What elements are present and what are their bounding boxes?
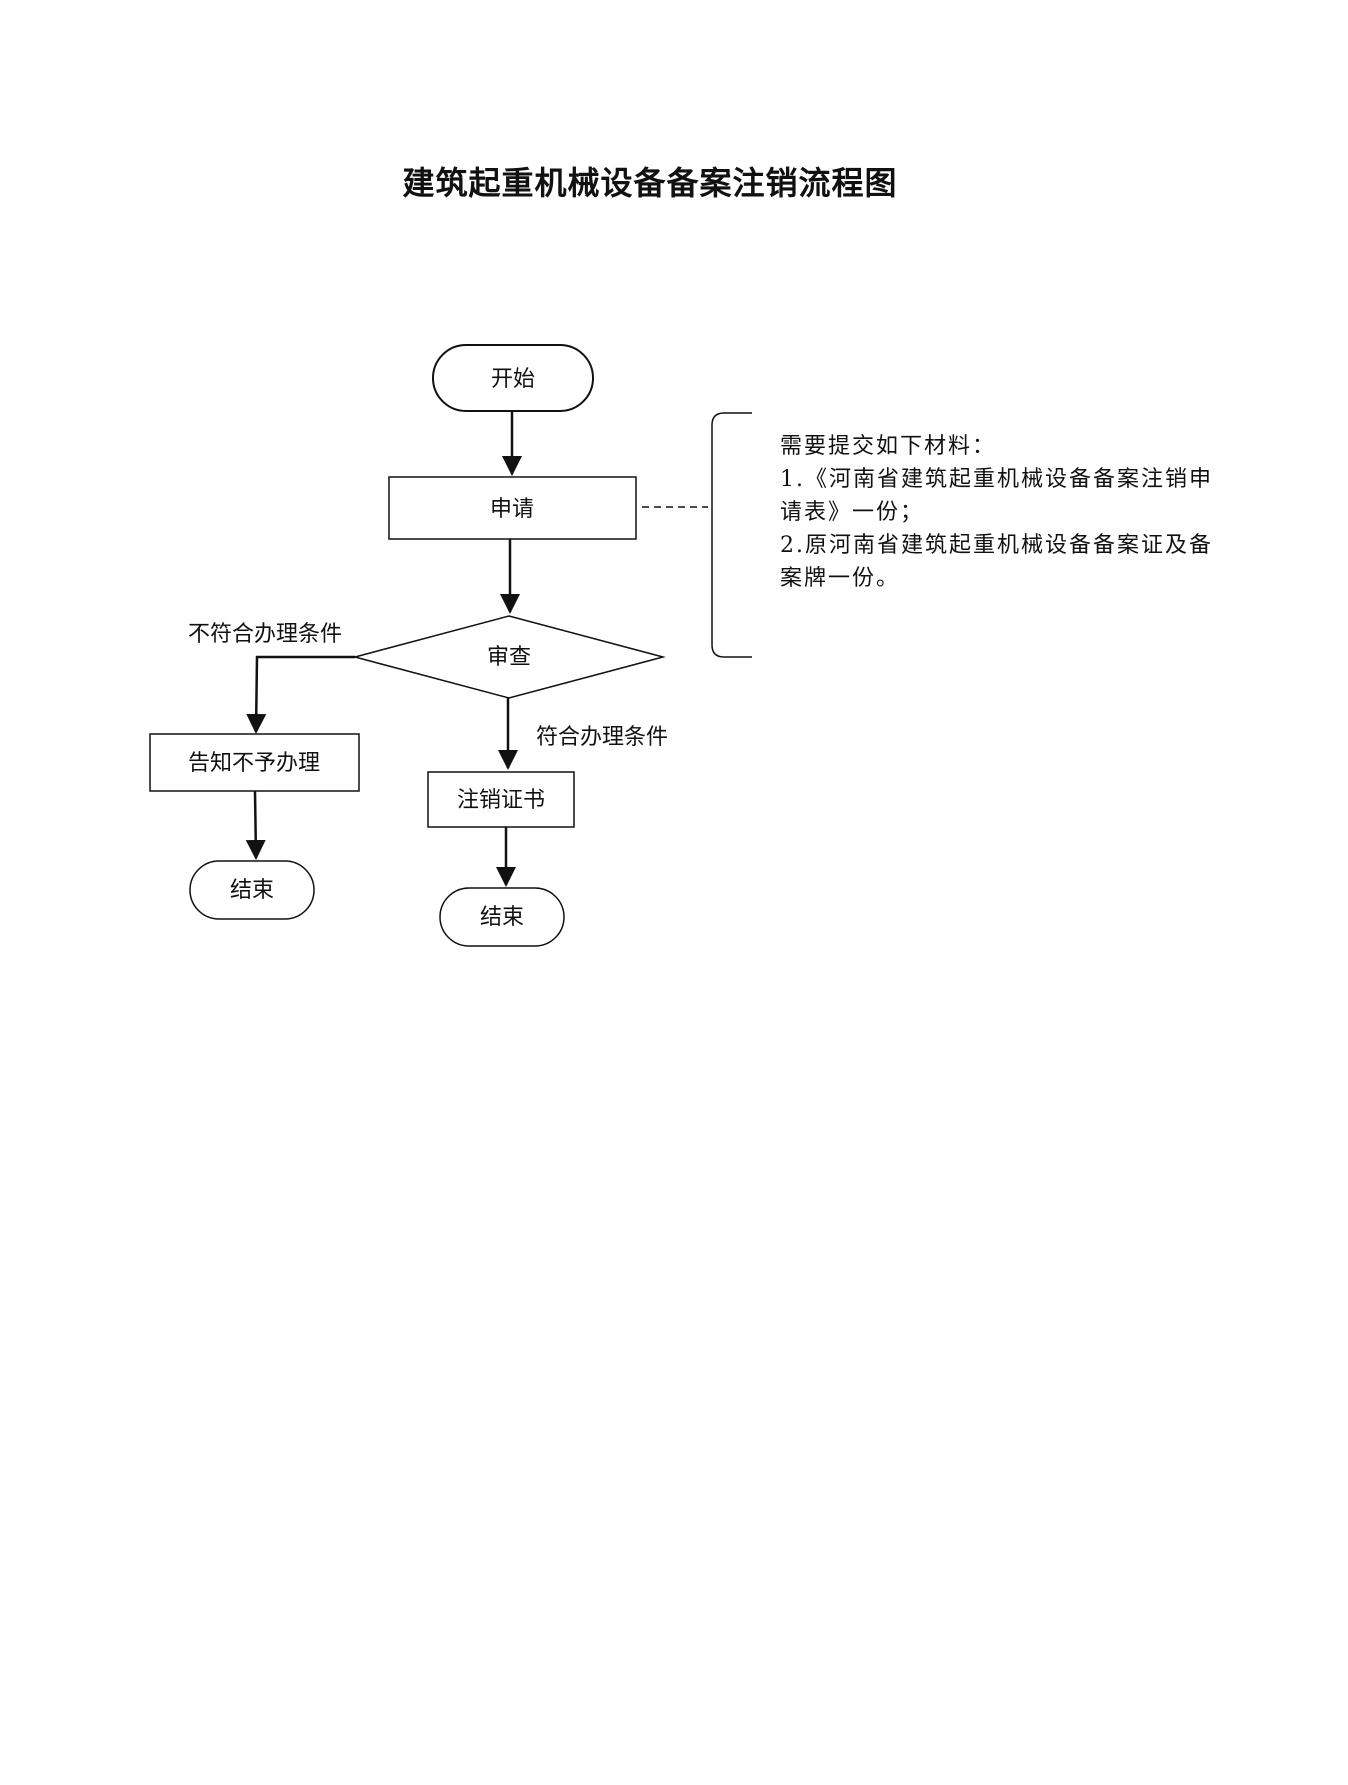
end-left-node: 结束 bbox=[189, 860, 315, 920]
edge-label-qualified: 符合办理条件 bbox=[536, 725, 668, 750]
end-right-node: 结束 bbox=[439, 887, 565, 947]
materials-item2-line1: 2.原河南省建筑起重机械设备备案证及备 bbox=[780, 533, 1213, 558]
materials-note: 需要提交如下材料： 1.《河南省建筑起重机械设备备案注销申 请表》一份； 2.原… bbox=[780, 430, 1280, 595]
start-node: 开始 bbox=[432, 344, 594, 412]
edge-label-not-qualified: 不符合办理条件 bbox=[188, 622, 342, 647]
apply-node: 申请 bbox=[388, 476, 637, 540]
edge-refuse-end bbox=[245, 790, 266, 860]
review-label: 审查 bbox=[487, 645, 531, 670]
materials-bracket bbox=[711, 412, 752, 658]
materials-item1-line1: 1.《河南省建筑起重机械设备备案注销申 bbox=[780, 467, 1213, 492]
notify-refuse-node: 告知不予办理 bbox=[149, 733, 360, 792]
cancel-cert-label: 注销证书 bbox=[457, 788, 545, 813]
end-left-label: 结束 bbox=[230, 878, 274, 903]
end-right-label: 结束 bbox=[480, 905, 524, 930]
notify-refuse-label: 告知不予办理 bbox=[188, 751, 320, 776]
materials-item1-line2: 请表》一份； bbox=[780, 500, 925, 525]
start-label: 开始 bbox=[491, 367, 535, 392]
page-title: 建筑起重机械设备备案注销流程图 bbox=[402, 164, 898, 202]
apply-label: 申请 bbox=[490, 497, 534, 522]
review-node: 审查 bbox=[352, 615, 666, 699]
materials-item2-line2: 案牌一份。 bbox=[780, 566, 901, 591]
materials-heading: 需要提交如下材料： bbox=[780, 434, 997, 459]
cancel-cert-node: 注销证书 bbox=[427, 771, 575, 828]
edge-review-refuse bbox=[246, 655, 355, 734]
